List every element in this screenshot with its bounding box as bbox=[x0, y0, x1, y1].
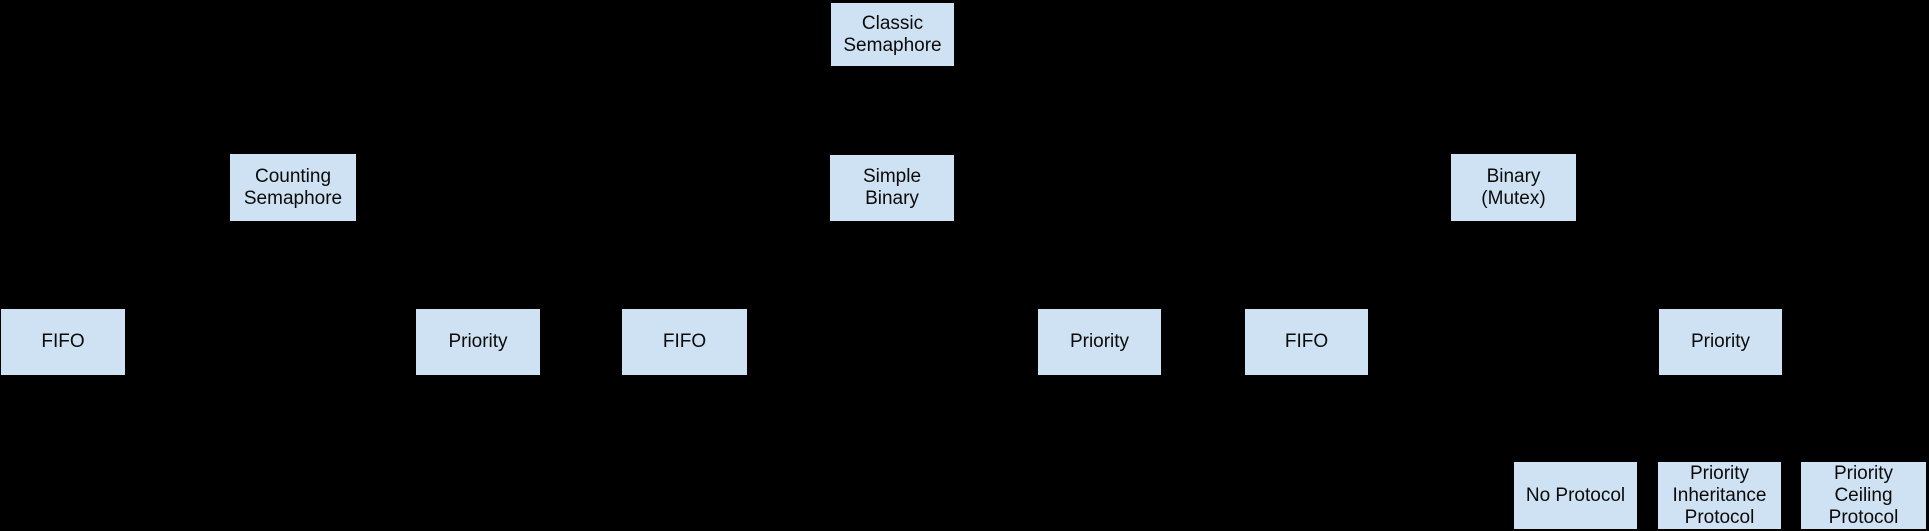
node-label-line: (Mutex) bbox=[1481, 187, 1546, 209]
node-label-line: Binary bbox=[865, 188, 919, 209]
node-label-line: Semaphore bbox=[843, 34, 942, 56]
node-label-line: Priority bbox=[1069, 331, 1130, 352]
node-label-line: Priority bbox=[1833, 462, 1894, 484]
diagram-node-binary-mutex: Binary(Mutex) bbox=[1450, 153, 1577, 222]
diagram-node-priority-mutex: Priority bbox=[1658, 308, 1783, 376]
node-label-line: Priority bbox=[448, 331, 508, 352]
node-label-line: Classic bbox=[861, 12, 924, 34]
diagram-node-priority-simple-binary: Priority bbox=[1037, 308, 1162, 376]
diagram-node-fifo-counting: FIFO bbox=[0, 308, 126, 376]
diagram-node-no-protocol: No Protocol bbox=[1513, 461, 1638, 530]
node-label-line: Priority bbox=[1689, 462, 1750, 484]
diagram-node-fifo-mutex: FIFO bbox=[1244, 308, 1369, 376]
node-label-line: Protocol bbox=[1828, 506, 1899, 528]
node-label-line: FIFO bbox=[1284, 331, 1329, 352]
node-label-line: Inheritance bbox=[1672, 484, 1767, 506]
node-label-line: FIFO bbox=[41, 331, 85, 352]
node-label-line: Ceiling bbox=[1834, 484, 1893, 506]
node-label-line: Binary bbox=[1486, 165, 1541, 187]
node-label-line: Counting bbox=[254, 165, 332, 187]
node-label-line: Priority bbox=[1690, 331, 1751, 352]
node-label-line: No Protocol bbox=[1525, 484, 1626, 506]
diagram-node-fifo-simple-binary: FIFO bbox=[621, 308, 748, 376]
node-label-line: Simple bbox=[862, 166, 922, 187]
node-label-line: FIFO bbox=[662, 331, 707, 352]
node-label-line: Protocol bbox=[1684, 506, 1755, 528]
node-label-line: Semaphore bbox=[243, 187, 343, 209]
diagram-node-priority-counting: Priority bbox=[415, 308, 541, 376]
